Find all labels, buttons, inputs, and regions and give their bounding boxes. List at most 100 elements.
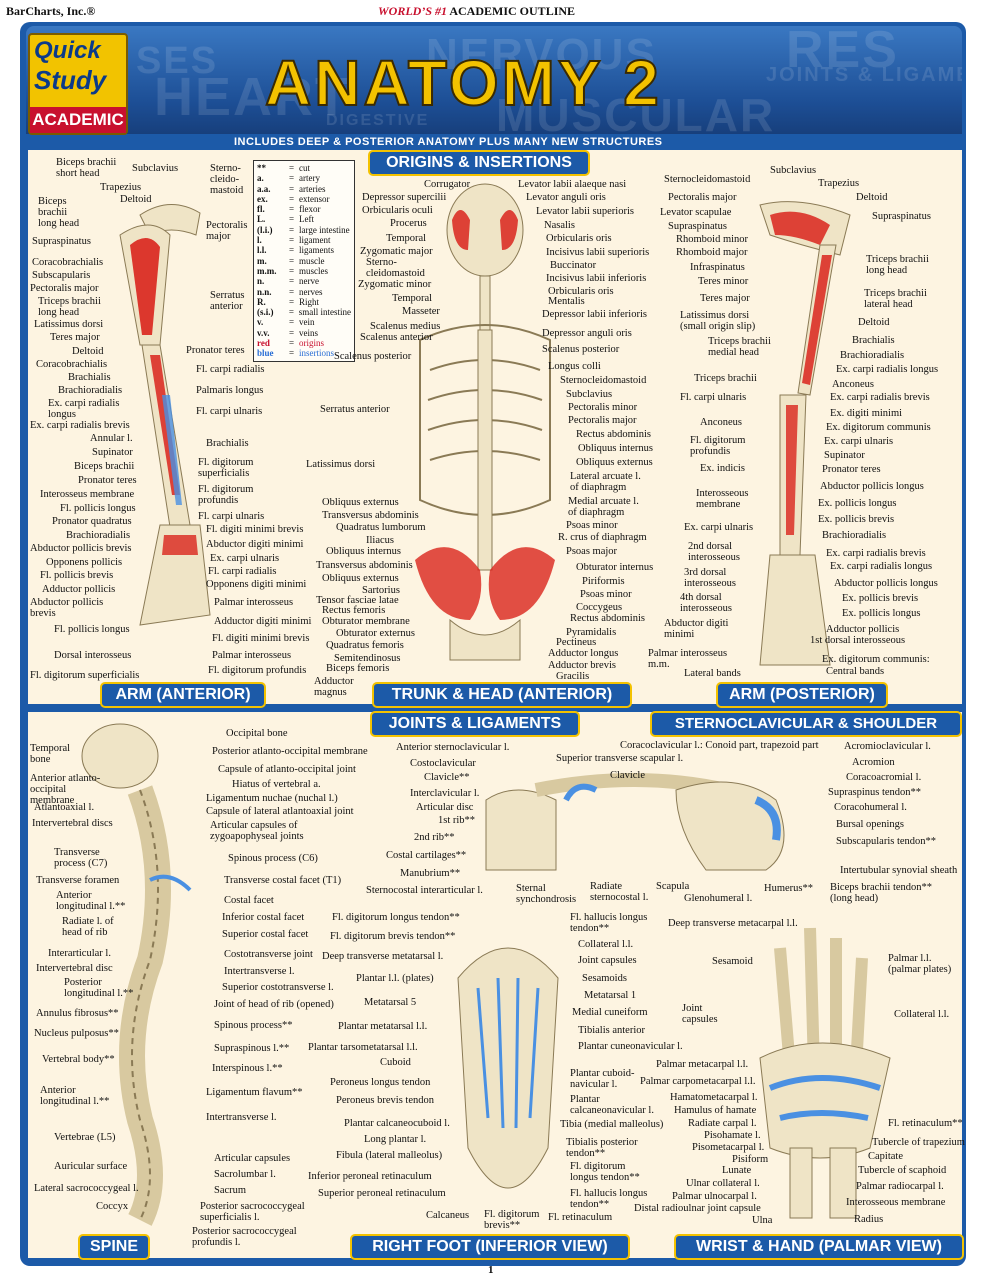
open-arrow-icon xyxy=(974,64,984,71)
anatomy-label: Zygomatic minor xyxy=(358,279,431,290)
anatomy-label: Anconeus xyxy=(700,417,742,428)
anatomy-label: Trapezius xyxy=(818,178,859,189)
open-tab[interactable]: O P E N xyxy=(968,78,988,138)
open-letter: N xyxy=(968,123,988,138)
anatomy-label: Ligamentum nuchae (nuchal l.) xyxy=(206,793,338,804)
anatomy-label: Supraspinus tendon** xyxy=(828,787,921,798)
anatomy-label: Obliquus internus xyxy=(326,546,401,557)
anatomy-label: Clavicle xyxy=(610,770,645,781)
legend-equals: = xyxy=(289,194,299,204)
anatomy-label: Abductor pollicis longus xyxy=(834,578,938,589)
anatomy-label: Psoas minor xyxy=(566,520,618,531)
anatomy-label: Radius xyxy=(854,1214,883,1225)
anatomy-label: Sternocostal interarticular l. xyxy=(366,885,483,896)
anatomy-label: Iliacus xyxy=(366,535,394,546)
anatomy-label: Anteriorlongitudinal l.** xyxy=(40,1085,109,1107)
anatomy-label: Obturator membrane xyxy=(322,616,410,627)
anatomy-label: Triceps brachiimedial head xyxy=(708,336,771,358)
anatomy-label: 2nd dorsalinterosseous xyxy=(688,541,740,563)
legend-equals: = xyxy=(289,173,299,183)
sternoclavicular-illustration xyxy=(476,760,826,880)
legend-key: (s.i.) xyxy=(257,307,289,317)
anatomy-label: Superior costal facet xyxy=(222,929,308,940)
anatomy-label: Ex. carpi radialis brevis xyxy=(826,548,926,559)
anatomy-label: Ex. pollicis longus xyxy=(818,498,896,509)
anatomy-label: Fl. pollicis brevis xyxy=(40,570,113,581)
anatomy-label: Interosseus membrane xyxy=(40,489,134,500)
anatomy-label: Inferior peroneal retinaculum xyxy=(308,1171,432,1182)
anatomy-label: Fl. carpi ulnaris xyxy=(196,406,262,417)
legend-key: red xyxy=(257,338,289,348)
legend-row: L.=Left xyxy=(257,214,351,224)
vertebral-column xyxy=(132,790,158,1220)
anatomy-label: Articular capsules ofzygoapophyseal join… xyxy=(210,820,304,842)
anatomy-label: Vertebral body** xyxy=(42,1054,115,1065)
publisher-name: BarCharts, Inc.® xyxy=(6,4,95,19)
legend-key: m.m. xyxy=(257,266,289,276)
legend-key: n.n. xyxy=(257,287,289,297)
anatomy-label: Brachialis xyxy=(852,335,895,346)
legend-key: a.a. xyxy=(257,184,289,194)
anatomy-label: Bursal openings xyxy=(836,819,904,830)
anatomy-label: Zygomatic major xyxy=(360,246,433,257)
anatomy-label: Teres minor xyxy=(698,276,748,287)
anatomy-label: Teres major xyxy=(50,332,100,343)
anatomy-label: Deep transverse metacarpal l.l. xyxy=(668,918,798,929)
anatomy-label: Teres major xyxy=(700,293,750,304)
anatomy-label: Annular l. xyxy=(90,433,133,444)
anatomy-label: Anconeus xyxy=(832,379,874,390)
anatomy-label: Sterno-cleidomastoid xyxy=(366,257,425,279)
anatomy-label: R. crus of diaphragm xyxy=(558,532,647,543)
anatomy-label: Intervertebral discs xyxy=(32,818,113,829)
hand-bones xyxy=(760,555,830,665)
anatomy-label: Coracoacromial l. xyxy=(846,772,921,783)
anatomy-label: Occipital bone xyxy=(226,728,288,739)
legend-equals: = xyxy=(289,338,299,348)
anatomy-label: Pectineus xyxy=(556,637,596,648)
anatomy-label: Buccinator xyxy=(550,260,596,271)
anatomy-label: Subclavius xyxy=(770,165,816,176)
anatomy-label: Brachioradialis xyxy=(822,530,886,541)
anatomy-label: Tubercle of scaphoid xyxy=(858,1165,946,1176)
open-letter: P xyxy=(968,93,988,108)
anatomy-label: Peroneus brevis tendon xyxy=(336,1095,434,1106)
anatomy-label: Pronator quadratus xyxy=(52,516,132,527)
anatomy-label: Interclavicular l. xyxy=(410,788,479,799)
anatomy-label: Superior peroneal retinaculum xyxy=(318,1188,446,1199)
anatomy-label: Incisivus labii superioris xyxy=(546,247,649,258)
anatomy-label: Metatarsal 1 xyxy=(584,990,636,1001)
open-tab[interactable]: O P E N xyxy=(968,1076,988,1136)
legend-key: m. xyxy=(257,256,289,266)
anatomy-label: Adductor pollicis xyxy=(826,624,899,635)
section-right-foot: RIGHT FOOT (INFERIOR VIEW) xyxy=(350,1234,630,1260)
open-letter: E xyxy=(968,620,988,635)
scapula-humerus xyxy=(676,782,784,870)
legend-equals: = xyxy=(289,204,299,214)
anatomy-label: Psoas major xyxy=(566,546,617,557)
legend-value: vein xyxy=(299,317,315,327)
page-number: 1 xyxy=(488,1264,494,1276)
sternum-ribs xyxy=(486,790,556,870)
anatomy-label: Transverse costal facet (T1) xyxy=(224,875,341,886)
legend-value: extensor xyxy=(299,194,330,204)
anatomy-label: Intertransverse l. xyxy=(206,1112,277,1123)
anatomy-label: Ex. digiti minimi xyxy=(830,408,902,419)
anatomy-label: Brachioradialis xyxy=(840,350,904,361)
anatomy-label: Sesamoid xyxy=(712,956,753,967)
anatomy-label: Posteriorlongitudinal l.** xyxy=(64,977,133,999)
legend-equals: = xyxy=(289,245,299,255)
anatomy-label: Fl. digitorum superficialis xyxy=(30,670,139,681)
anatomy-label: Posterior atlanto-occipital membrane xyxy=(212,746,368,757)
legend-key: fl. xyxy=(257,204,289,214)
anatomy-label: Brachioradialis xyxy=(58,385,122,396)
anatomy-label: Pectoralis major xyxy=(30,283,99,294)
legend-row: v.=vein xyxy=(257,317,351,327)
anatomy-label: 3rd dorsalinterosseous xyxy=(684,567,736,589)
anatomy-label: Scalenus posterior xyxy=(334,351,411,362)
subtitle: INCLUDES DEEP & POSTERIOR ANATOMY PLUS M… xyxy=(234,136,874,148)
anatomy-label: Deltoid xyxy=(72,346,104,357)
anatomy-label: Inferior costal facet xyxy=(222,912,304,923)
anatomy-label: Pectoralis minor xyxy=(568,402,637,413)
open-tab[interactable]: O P E N xyxy=(968,590,988,650)
